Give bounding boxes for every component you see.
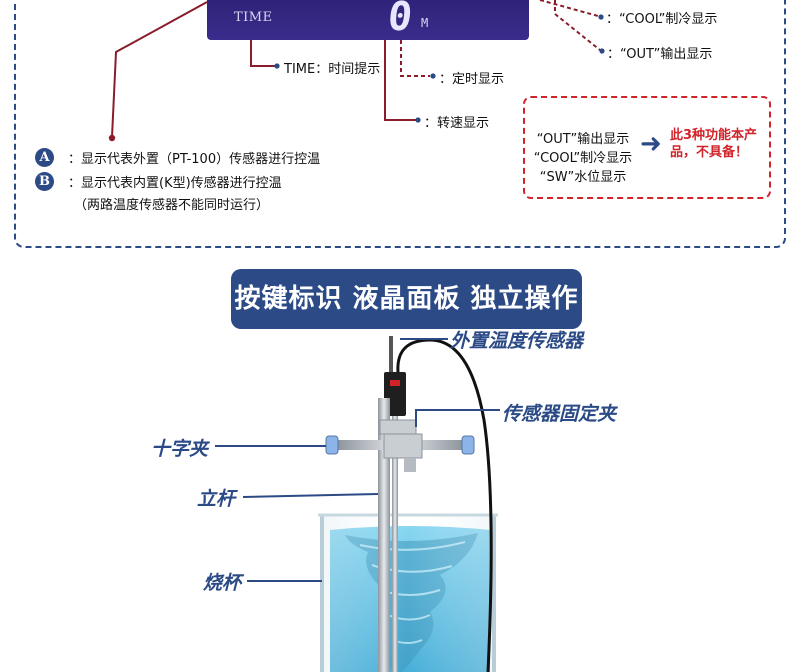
feature-sw: “SW”水位显示 xyxy=(539,170,627,185)
legend-a-text: ：显示代表外置（PT-100）传感器进行控温 xyxy=(68,152,321,167)
cool-callout: ：“COOL”制冷显示 xyxy=(606,12,718,27)
unsupported-features-box xyxy=(523,96,771,199)
badge-a-icon: A xyxy=(35,148,54,167)
time-callout: TIME：时间提示 xyxy=(284,62,381,77)
beaker-label: 烧杯 xyxy=(203,572,242,594)
cross-clamp-label: 十字夹 xyxy=(151,438,209,460)
lcd-display xyxy=(207,0,529,40)
timer-callout: ：定时显示 xyxy=(439,72,505,87)
badge-b-icon: B xyxy=(35,172,54,191)
out-callout: ：“OUT”输出显示 xyxy=(607,47,713,62)
lcd-digit: 0 xyxy=(385,0,415,40)
right-arrow-icon: ➜ xyxy=(640,129,662,159)
legend-item-a: A ：显示代表外置（PT-100）传感器进行控温 xyxy=(35,148,320,167)
legend-b-text: ：显示代表内置(K型)传感器进行控温 xyxy=(68,176,282,191)
legend-note: （两路温度传感器不能同时运行） xyxy=(74,198,270,213)
section-banner: 按键标识 液晶面板 独立操作 xyxy=(231,269,582,329)
display-legend-panel xyxy=(14,0,786,248)
unsupported-feature-list: “OUT”输出显示 “COOL”制冷显示 “SW”水位显示 xyxy=(529,130,637,187)
unsupported-message: 此3种功能本产品，不具备！ xyxy=(670,128,758,160)
speed-callout: ：转速显示 xyxy=(424,116,490,131)
lcd-unit: M xyxy=(421,16,429,30)
sensor-clamp-label: 传感器固定夹 xyxy=(502,403,617,425)
rod-label: 立杆 xyxy=(197,488,236,510)
lcd-time-label: TIME xyxy=(234,10,273,25)
external-sensor-label: 外置温度传感器 xyxy=(450,330,584,352)
feature-out: “OUT”输出显示 xyxy=(536,132,630,147)
legend-item-b: B ：显示代表内置(K型)传感器进行控温 xyxy=(35,172,282,191)
feature-cool: “COOL”制冷显示 xyxy=(533,151,633,166)
